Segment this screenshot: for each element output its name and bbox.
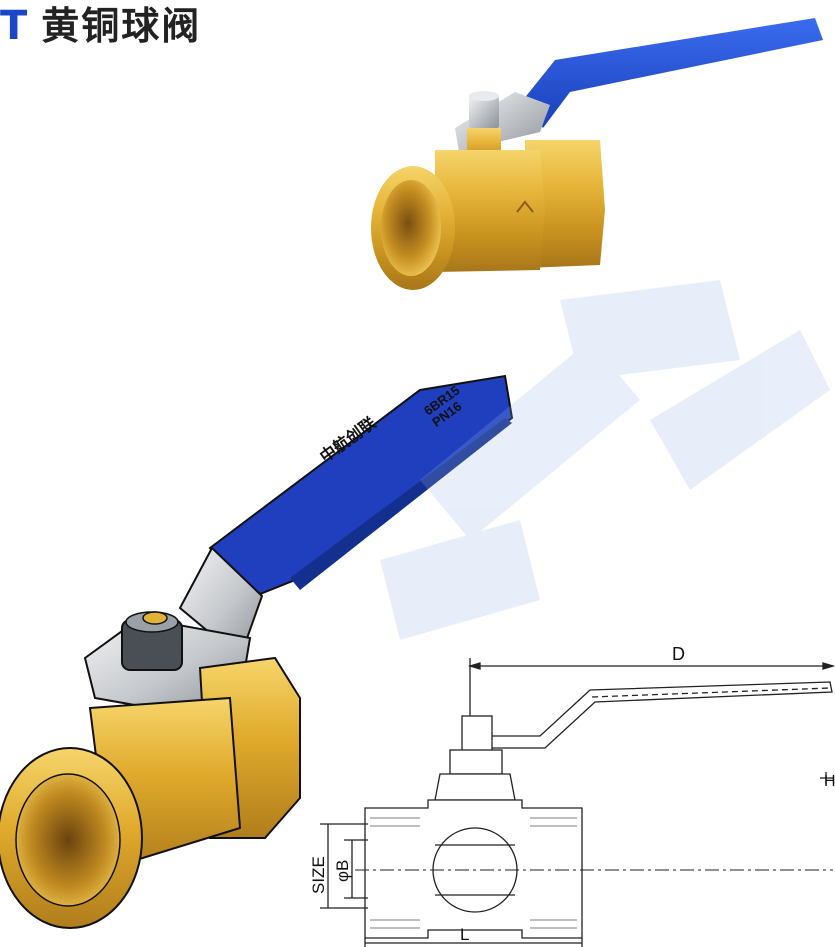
label-size: SIZE [309,856,328,894]
label-l: L [460,925,469,944]
valve-body [435,150,545,272]
render-handle [208,374,514,600]
valve-technical-drawing: D H SIZE φB L [309,644,835,947]
drawing-handle [479,681,833,749]
valve-photo: 中航创联 [371,18,823,290]
label-h: H [824,773,835,790]
label-d: D [672,644,685,664]
valve-3d-render: 中航创联 6BR15 PN16 [0,374,514,929]
valve-body-right [525,140,605,268]
lever-handle [523,18,823,128]
page-title: T 黄铜球阀 [0,2,201,50]
stem-nut [469,95,499,129]
label-phi-b: φB [333,860,352,882]
title-prefix: T [0,3,28,49]
title-text: 黄铜球阀 [41,4,202,48]
